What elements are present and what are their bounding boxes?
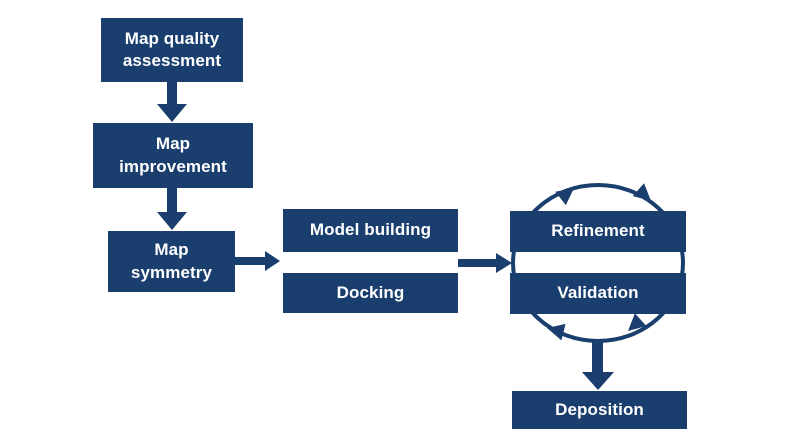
cycle-arrowhead-bottom-left [547,323,566,341]
arrow-improvement-to-symmetry [157,188,187,230]
cycle-ring [511,183,685,343]
arrow-validation-to-deposition [582,342,614,390]
cycle-arrowhead-bottom-right [628,313,647,331]
node-deposition: Deposition [512,391,687,429]
arrow-symmetry-to-modelbuilding [235,251,280,271]
node-docking: Docking [283,273,458,313]
node-validation: Validation [510,273,686,314]
node-map-quality-assessment: Map quality assessment [101,18,243,82]
node-refinement: Refinement [510,211,686,252]
arrow-modelbuilding-to-refinement [458,253,512,273]
arrow-quality-to-improvement [157,82,187,122]
node-map-improvement: Map improvement [93,123,253,188]
cycle-arrowhead-top-left [555,188,574,206]
node-model-building: Model building [283,209,458,252]
cycle-arrowhead-top-right [632,183,651,201]
node-map-symmetry: Map symmetry [108,231,235,292]
